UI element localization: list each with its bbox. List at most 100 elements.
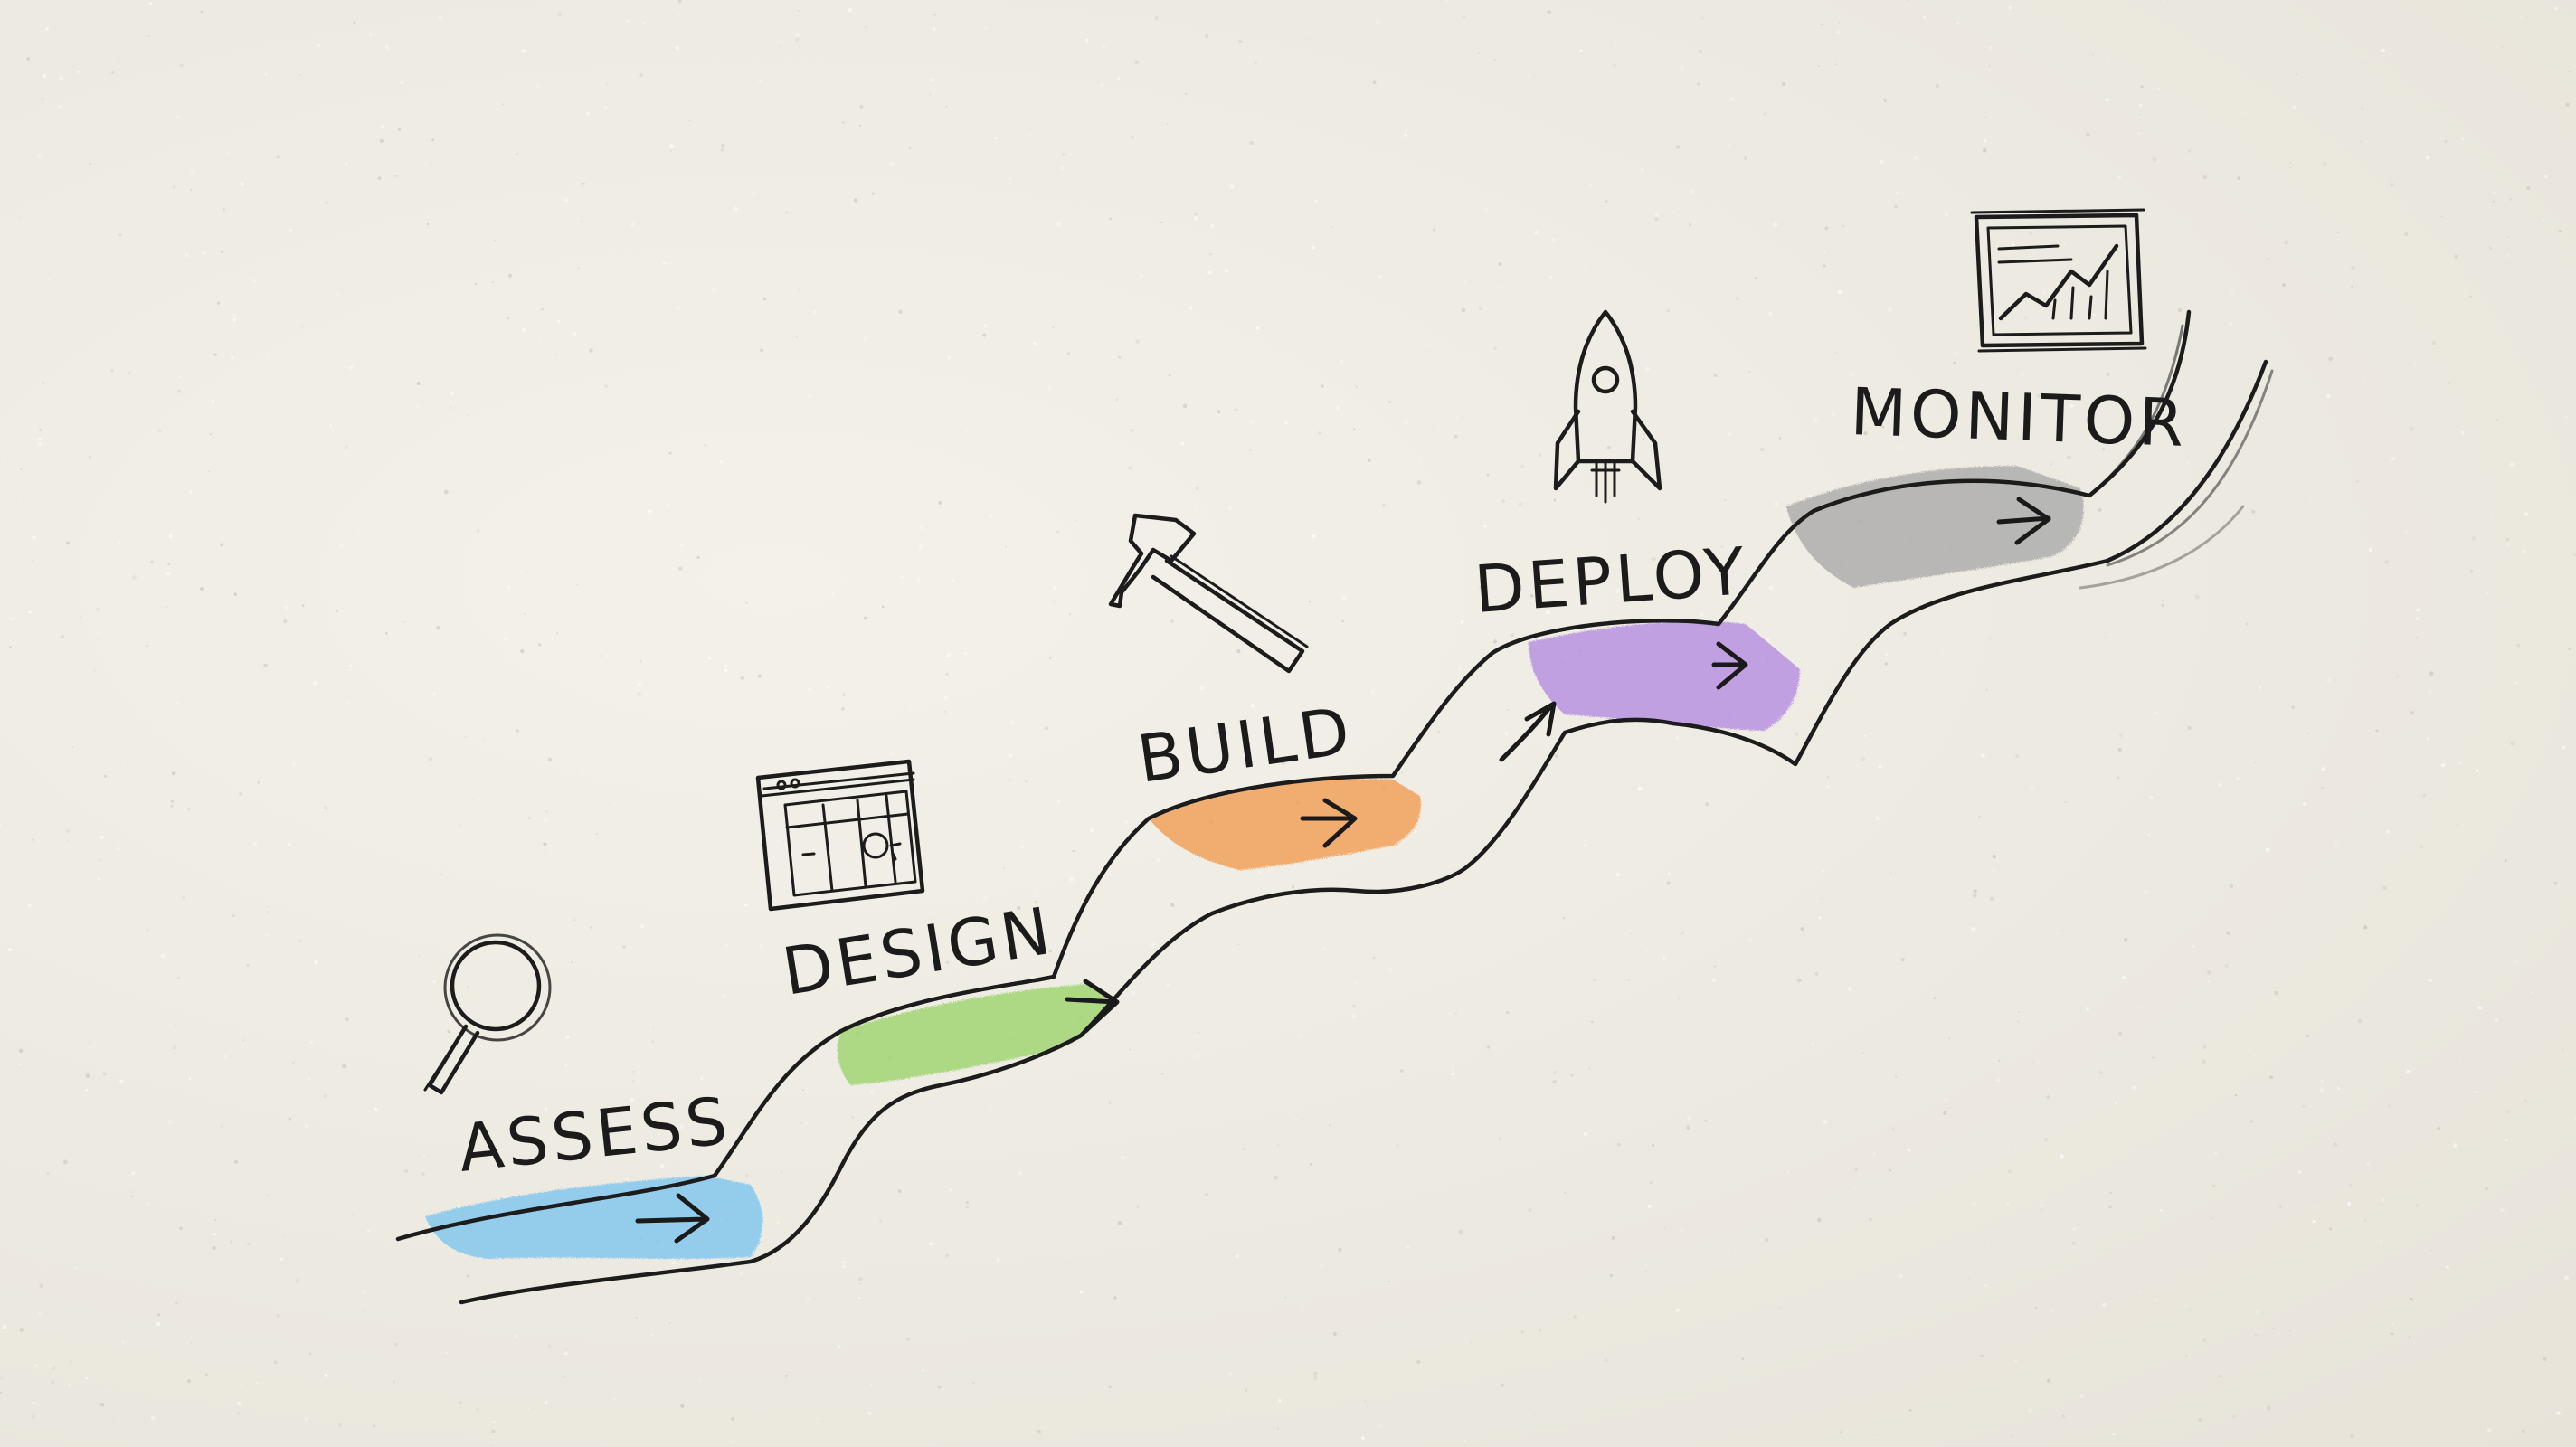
paper-speck [1140, 274, 1143, 278]
paper-speck [41, 107, 44, 110]
paper-speck [2516, 643, 2521, 648]
paper-speck [663, 261, 667, 265]
paper-speck [1687, 1116, 1690, 1121]
paper-speck [1507, 709, 1510, 712]
paper-speck [1820, 898, 1823, 900]
paper-speck [1588, 183, 1592, 186]
paper-speck [2213, 1151, 2218, 1156]
paper-speck [188, 1077, 192, 1080]
paper-speck [93, 669, 96, 672]
paper-speck [2426, 737, 2429, 741]
paper-speck [1583, 1132, 1587, 1137]
paper-speck [544, 853, 545, 855]
paper-speck [2017, 1020, 2020, 1023]
paper-speck [1339, 358, 1343, 364]
paper-speck [933, 14, 936, 16]
paper-speck [1135, 339, 1140, 344]
paper-speck [96, 607, 100, 612]
paper-speck [431, 138, 435, 142]
design-color-fill [837, 984, 1113, 1085]
paper-speck [38, 1312, 42, 1316]
paper-speck [1351, 1013, 1356, 1018]
paper-speck [2493, 191, 2496, 194]
paper-speck [363, 1290, 367, 1294]
paper-speck [2387, 1104, 2391, 1108]
paper-speck [1215, 751, 1217, 752]
paper-speck [2162, 600, 2164, 602]
paper-speck [1945, 213, 1948, 217]
paper-speck [1774, 501, 1778, 506]
paper-speck [842, 1261, 847, 1264]
paper-speck [267, 906, 270, 908]
paper-speck [2159, 1209, 2163, 1212]
paper-speck [2202, 1059, 2206, 1064]
paper-speck [1318, 431, 1321, 435]
paper-speck [2295, 73, 2297, 75]
paper-speck [865, 26, 867, 28]
paper-speck [2414, 362, 2418, 365]
paper-speck [2530, 145, 2532, 147]
paper-speck [263, 663, 268, 668]
paper-speck [34, 1364, 38, 1367]
paper-speck [1189, 306, 1193, 310]
paper-speck [287, 842, 291, 846]
paper-speck [1131, 991, 1136, 996]
paper-speck [639, 924, 645, 929]
paper-speck [1312, 534, 1316, 538]
paper-speck [675, 45, 679, 51]
paper-speck [2496, 1307, 2497, 1310]
paper-speck [1144, 761, 1150, 766]
paper-speck [1069, 612, 1072, 616]
paper-speck [2502, 46, 2504, 48]
paper-speck [1226, 1410, 1229, 1413]
paper-speck [2016, 1337, 2018, 1339]
paper-speck [1312, 245, 1316, 250]
paper-speck [118, 1420, 119, 1423]
paper-speck [369, 332, 372, 334]
paper-speck [2494, 1017, 2499, 1023]
paper-speck [1028, 133, 1032, 136]
paper-speck [564, 1376, 566, 1378]
paper-speck [2083, 478, 2086, 480]
paper-speck [2194, 594, 2200, 600]
paper-speck [207, 470, 210, 473]
paper-speck [232, 913, 235, 917]
paper-speck [2539, 851, 2542, 854]
paper-speck [491, 1429, 496, 1433]
paper-speck [2509, 198, 2512, 201]
paper-speck [2251, 509, 2256, 514]
paper-speck [404, 1168, 409, 1173]
paper-speck [2021, 373, 2024, 376]
paper-speck [1484, 208, 1489, 212]
paper-speck [467, 414, 469, 417]
paper-speck [118, 232, 122, 237]
paper-speck [890, 162, 895, 166]
paper-speck [2091, 53, 2094, 56]
paper-speck [651, 1040, 654, 1043]
paper-speck [842, 121, 845, 124]
paper-speck [1079, 1290, 1084, 1294]
paper-speck [2289, 166, 2292, 169]
paper-speck [1992, 854, 1997, 859]
paper-speck [1419, 458, 1423, 461]
paper-speck [943, 710, 946, 713]
paper-speck [922, 1368, 925, 1372]
paper-speck [1329, 1123, 1331, 1127]
paper-speck [335, 47, 337, 50]
paper-speck [2117, 776, 2120, 780]
paper-speck [933, 27, 936, 31]
paper-speck [233, 592, 238, 596]
paper-speck [1612, 63, 1616, 68]
paper-speck [1018, 1171, 1022, 1175]
paper-speck [1108, 1102, 1112, 1104]
paper-speck [638, 683, 642, 687]
paper-speck [1546, 610, 1550, 615]
paper-speck [2337, 232, 2339, 233]
road-lower-edge [459, 359, 2268, 1305]
paper-speck [2477, 1006, 2482, 1010]
paper-speck [1361, 855, 1365, 858]
paper-speck [379, 138, 384, 144]
paper-speck [2188, 149, 2191, 153]
paper-speck [1914, 156, 1918, 160]
paper-speck [2234, 1093, 2238, 1097]
